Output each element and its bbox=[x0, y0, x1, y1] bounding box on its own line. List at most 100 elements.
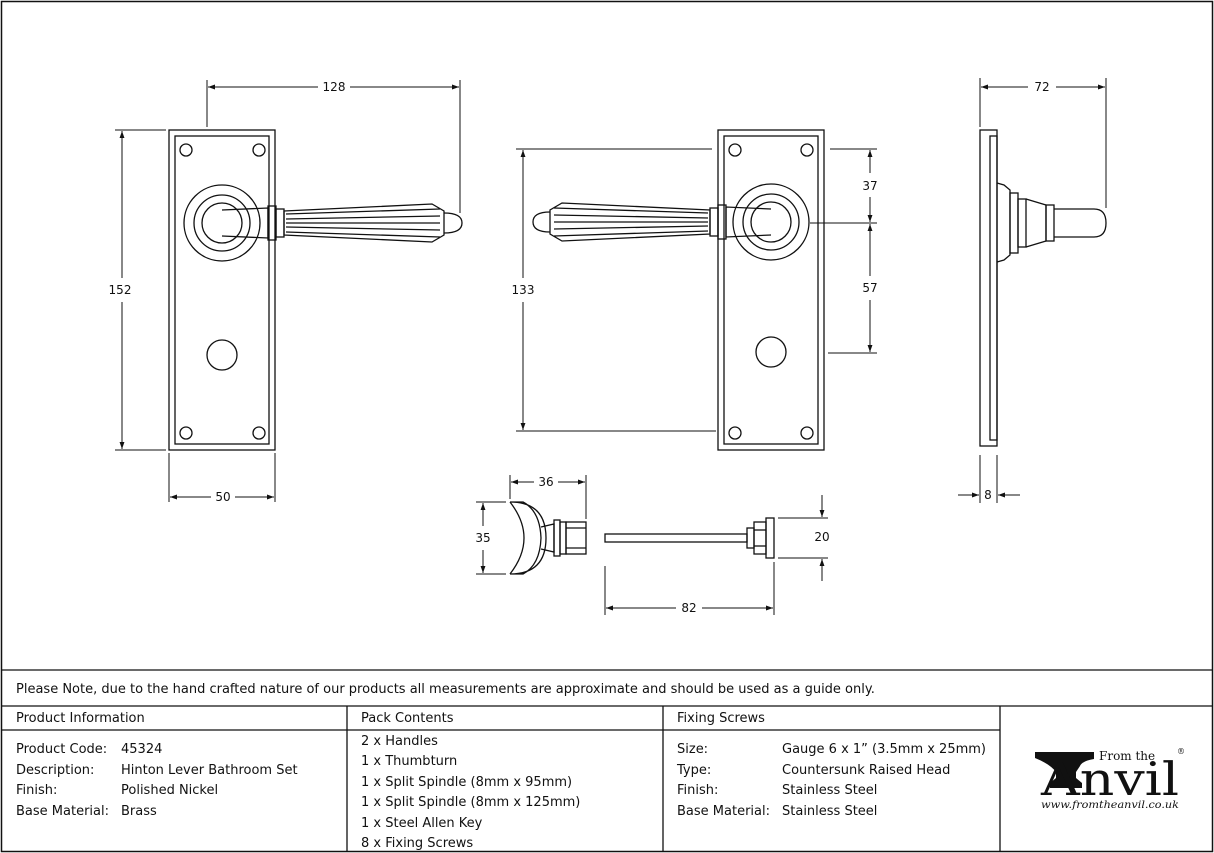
side-collar bbox=[1017, 198, 1027, 248]
screw-hole bbox=[252, 426, 266, 440]
thumbturn-hole bbox=[755, 336, 787, 368]
lever-grip bbox=[283, 203, 445, 243]
back-backplate-inner bbox=[723, 135, 819, 445]
finish-label: Finish: bbox=[16, 783, 57, 798]
pack-item: 1 x Thumbturn bbox=[361, 754, 457, 769]
pack-item: 2 x Handles bbox=[361, 734, 438, 749]
product-info-header: Product Information bbox=[16, 711, 145, 726]
dim-side-width: 72 bbox=[1034, 80, 1049, 94]
screw-size-value: Gauge 6 x 1” (3.5mm x 25mm) bbox=[782, 742, 986, 757]
screw-material-label: Base Material: bbox=[677, 804, 770, 819]
dim-front-height: 152 bbox=[109, 283, 132, 297]
side-backplate bbox=[979, 129, 998, 447]
logo-registered: ® bbox=[1177, 747, 1185, 756]
logo-name: Anvil bbox=[1040, 752, 1179, 806]
dim-back-upper: 37 bbox=[862, 179, 877, 193]
spindle-dimensions bbox=[604, 495, 828, 615]
thumbturn-neck bbox=[540, 523, 555, 553]
dim-spindle-length: 82 bbox=[681, 601, 696, 615]
lever-rose bbox=[732, 183, 810, 261]
thumbturn-hole bbox=[206, 339, 238, 371]
back-dimensions bbox=[516, 148, 877, 432]
screw-type-value: Countersunk Raised Head bbox=[782, 763, 950, 778]
base-material-value: Brass bbox=[121, 804, 157, 819]
dim-front-width-bottom: 50 bbox=[215, 490, 230, 504]
dim-front-width-top: 128 bbox=[323, 80, 346, 94]
screw-hole bbox=[252, 143, 266, 157]
side-view bbox=[979, 129, 1107, 447]
screw-hole bbox=[800, 426, 814, 440]
thumbturn-collar bbox=[553, 519, 561, 557]
release-spindle bbox=[604, 517, 775, 559]
spindle-plate bbox=[753, 521, 767, 555]
pack-item: 8 x Fixing Screws bbox=[361, 836, 473, 851]
side-dimensions bbox=[958, 78, 1107, 503]
side-lever-end bbox=[1054, 208, 1107, 238]
front-backplate bbox=[168, 129, 276, 451]
screw-finish-label: Finish: bbox=[677, 783, 718, 798]
front-dimensions bbox=[115, 80, 461, 502]
screw-hole bbox=[728, 426, 742, 440]
pack-item: 1 x Steel Allen Key bbox=[361, 816, 483, 831]
lever-collar bbox=[709, 207, 719, 237]
anvil-icon bbox=[1035, 752, 1094, 788]
base-material-label: Base Material: bbox=[16, 804, 109, 819]
side-rose bbox=[996, 182, 1011, 263]
thumbturn-knob bbox=[509, 501, 547, 575]
dim-back-height: 133 bbox=[512, 283, 535, 297]
lever-rose bbox=[183, 184, 261, 262]
screw-hole bbox=[179, 426, 193, 440]
pack-item: 1 x Split Spindle (8mm x 125mm) bbox=[361, 795, 580, 810]
pack-item: 1 x Split Spindle (8mm x 95mm) bbox=[361, 775, 572, 790]
lever-tip bbox=[443, 212, 463, 234]
lever-collar bbox=[275, 208, 285, 238]
lever-tip bbox=[532, 211, 551, 233]
info-table-lines bbox=[1, 669, 1213, 852]
dim-thumbturn-height: 35 bbox=[475, 531, 490, 545]
side-collar-taper bbox=[1025, 198, 1047, 248]
thumbturn-spindle-housing bbox=[565, 521, 587, 555]
screw-hole bbox=[179, 143, 193, 157]
dim-back-lower: 57 bbox=[862, 281, 877, 295]
dim-side-thickness: 8 bbox=[984, 488, 992, 502]
screw-type-label: Type: bbox=[676, 763, 711, 778]
product-code-value: 45324 bbox=[121, 742, 162, 757]
disclaimer-note: Please Note, due to the hand crafted nat… bbox=[16, 682, 875, 697]
screw-hole bbox=[800, 143, 814, 157]
side-collar bbox=[1009, 192, 1019, 254]
side-backplate-inner bbox=[989, 135, 998, 441]
spindle-bar bbox=[604, 533, 748, 543]
dim-spindle-height: 20 bbox=[814, 530, 829, 544]
spindle-collar bbox=[746, 527, 755, 549]
front-backplate-inner bbox=[174, 135, 270, 445]
logo-from-the: From the bbox=[1099, 749, 1155, 763]
lever-stem bbox=[221, 207, 269, 239]
logo-url: www.fromtheanvil.co.uk bbox=[1041, 800, 1179, 811]
screw-size-label: Size: bbox=[677, 742, 708, 757]
screw-hole bbox=[728, 143, 742, 157]
front-view bbox=[168, 129, 463, 451]
back-backplate bbox=[717, 129, 825, 451]
lever-neck bbox=[201, 202, 243, 244]
lever-rose-inner bbox=[193, 194, 251, 252]
spindle-flange bbox=[765, 517, 775, 559]
screw-material-value: Stainless Steel bbox=[782, 804, 877, 819]
thumbturn-dimensions bbox=[476, 475, 587, 575]
back-view bbox=[532, 129, 825, 451]
lever-rose-inner bbox=[742, 193, 800, 251]
thumbturn-collar bbox=[559, 521, 567, 555]
finish-value: Polished Nickel bbox=[121, 783, 218, 798]
pack-contents-header: Pack Contents bbox=[361, 711, 454, 726]
product-code-label: Product Code: bbox=[16, 742, 107, 757]
lever-grip bbox=[549, 202, 711, 242]
side-collar bbox=[1045, 204, 1055, 242]
brand-logo: From the Anvil ® www.fromtheanvil.co.uk bbox=[1035, 747, 1185, 811]
fixing-screws-header: Fixing Screws bbox=[677, 711, 765, 726]
lever-neck bbox=[750, 201, 792, 243]
thumbturn bbox=[509, 501, 587, 575]
lever-collar bbox=[717, 204, 727, 240]
description-value: Hinton Lever Bathroom Set bbox=[121, 763, 298, 778]
dim-thumbturn-length: 36 bbox=[538, 475, 553, 489]
